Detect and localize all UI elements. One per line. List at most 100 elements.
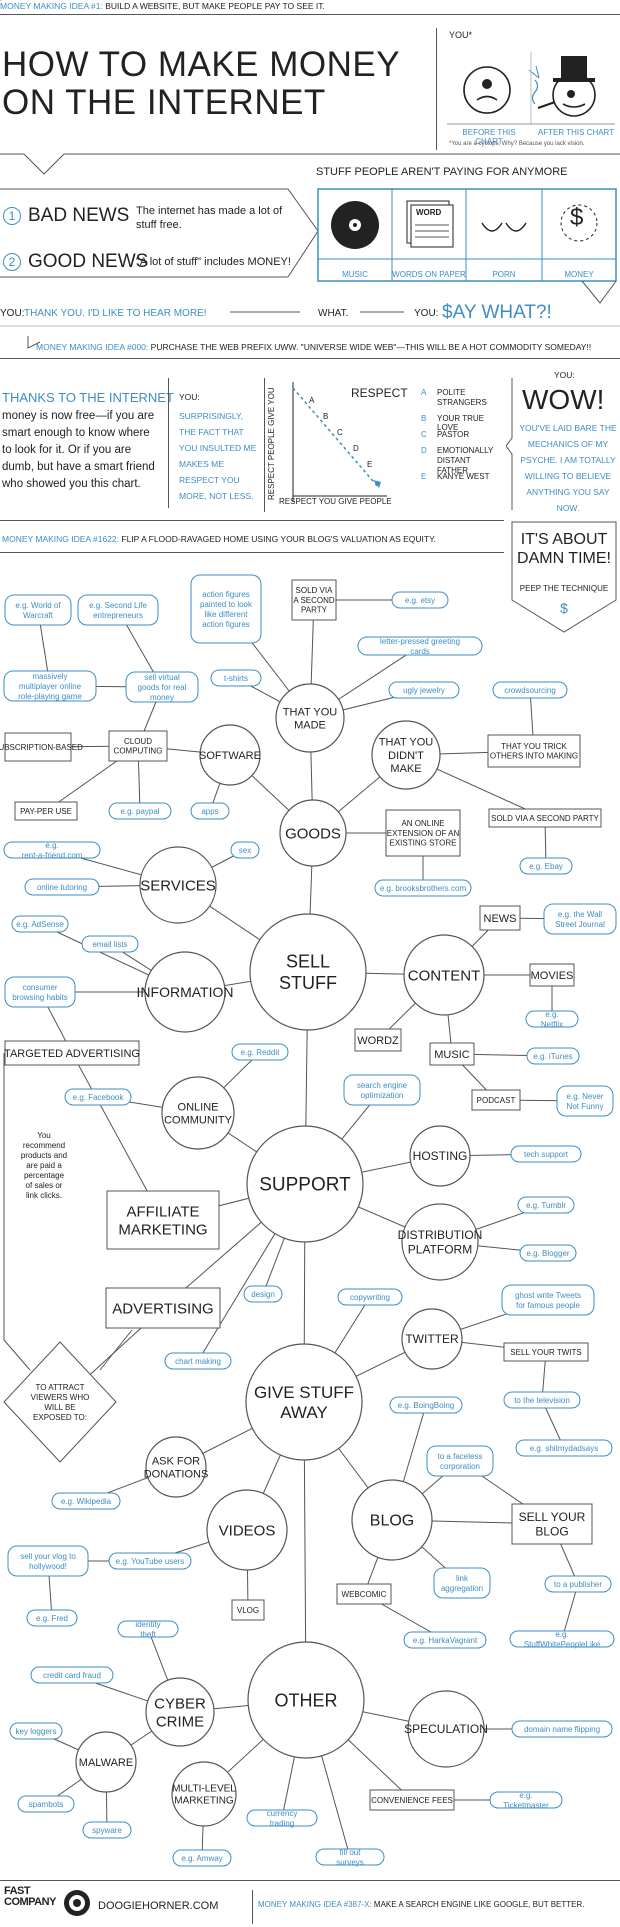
pay-per-use-box <box>14 801 78 821</box>
idea1-banner: MONEY MAKING IDEA #1: BUILD A WEBSITE, B… <box>0 0 620 15</box>
footer-idea: MONEY MAKING IDEA #387-X: MAKE A SEARCH … <box>258 1900 584 1909</box>
tshirts-label: t-shirts <box>224 674 248 683</box>
reddit-label: e.g. Reddit <box>241 1048 280 1057</box>
news-frame <box>0 188 617 304</box>
about-time-dollar: $ <box>560 600 568 616</box>
faceless-pill <box>426 1445 494 1477</box>
support-label: SUPPORT <box>259 1175 351 1196</box>
rule-2 <box>0 520 504 521</box>
sad-cyclops-icon <box>463 66 511 114</box>
domain-pill <box>511 1720 613 1738</box>
ghost-pill <box>501 1284 595 1316</box>
apps-label: apps <box>201 807 218 816</box>
footer-site[interactable]: DOOGIEHORNER.COM <box>98 1900 219 1912</box>
ugly-jewelry-label: ugly jewelry <box>403 686 445 695</box>
second-life-pill <box>77 594 159 626</box>
podcast-box <box>471 1089 521 1111</box>
blog-label: BLOG <box>370 1513 414 1530</box>
movies-label: MOVIES <box>531 970 574 982</box>
wow-pill <box>4 594 72 626</box>
goods-label: GOODS <box>285 825 341 842</box>
tumblr-pill <box>517 1196 575 1214</box>
bad-news-number: 1 <box>3 207 21 225</box>
brooks-label: e.g. brooksbrothers.com <box>380 884 467 893</box>
cyclops-faces <box>447 52 615 125</box>
surprise-panel: YOU: SURPRISINGLY, THE FACT THAT YOU INS… <box>168 378 263 508</box>
idea1622-label: MONEY MAKING IDEA #1622: <box>2 534 119 544</box>
subscription-box <box>4 732 72 762</box>
spambots-label: spambots <box>29 1800 64 1809</box>
reddit-pill <box>231 1043 289 1061</box>
cyclops-footnote: *You are a cyclops. Why? Because you lac… <box>449 141 585 147</box>
idea000-text: PURCHASE THE WEB PREFIX UWW. "UNIVERSE W… <box>150 342 592 352</box>
tshirts-pill <box>210 669 262 687</box>
paying-heading: STUFF PEOPLE AREN'T PAYING FOR ANYMORE <box>316 166 568 178</box>
ebay-label: e.g. Ebay <box>529 862 563 871</box>
wsj-pill <box>543 903 617 935</box>
videos-node <box>206 1489 288 1571</box>
consumer-pill <box>4 976 76 1008</box>
publisher-pill <box>544 1575 612 1593</box>
give-away-node <box>245 1343 363 1461</box>
etsy-label: e.g. etsy <box>405 596 435 605</box>
fred-label: e.g. Fred <box>36 1614 68 1623</box>
cloud-box <box>108 730 168 762</box>
facebook-label: e.g. Facebook <box>73 1093 125 1102</box>
legend-c-key: C <box>421 430 427 439</box>
advertising-box <box>105 1287 221 1329</box>
copywriting-label: copywriting <box>350 1293 390 1302</box>
multilevel-node <box>171 1761 237 1827</box>
key-loggers-label: key loggers <box>16 1727 57 1736</box>
porn-icon <box>481 222 527 232</box>
online-ext-box <box>385 809 461 857</box>
software-node <box>199 724 261 786</box>
point-d: D <box>353 444 359 453</box>
services-label: SERVICES <box>140 877 216 894</box>
cc-fraud-pill <box>30 1666 114 1684</box>
key-loggers-pill <box>9 1722 63 1740</box>
goods-node <box>279 799 347 867</box>
dialog-you-1-text: THANK YOU. I'D LIKE TO HEAR MORE! <box>24 308 207 319</box>
dialog-what: WHAT. <box>318 308 349 319</box>
paypal-pill <box>108 802 172 820</box>
swpl-pill <box>509 1630 615 1648</box>
idea1-text: BUILD A WEBSITE, BUT MAKE PEOPLE PAY TO … <box>105 1 325 11</box>
surveys-pill <box>315 1848 385 1866</box>
harka-label: e.g. HarkaVagrant <box>413 1636 478 1645</box>
idea1622-text: FLIP A FLOOD-RAVAGED HOME USING YOUR BLO… <box>121 534 437 544</box>
pay-per-use-label: PAY-PER USE <box>20 807 72 816</box>
that-you-made-node <box>275 683 345 753</box>
tutoring-label: online tutoring <box>37 883 87 892</box>
spambots-pill <box>17 1795 75 1813</box>
music-box <box>429 1042 475 1066</box>
blogger-label: e.g. Blogger <box>526 1249 569 1258</box>
item-music: MUSIC <box>342 270 368 279</box>
copywriting-pill <box>337 1288 403 1306</box>
boingboing-pill <box>389 1396 463 1414</box>
word-glyph: WORD <box>416 208 442 217</box>
itunes-label: e.g. iTunes <box>533 1052 572 1061</box>
other-node <box>247 1641 365 1759</box>
wow-frame <box>506 378 513 510</box>
target-logo-icon <box>64 1890 90 1916</box>
design-pill <box>243 1285 283 1303</box>
that-you-didnt-node <box>371 720 441 790</box>
item-money: MONEY <box>564 270 594 279</box>
subscription-label: SUBSCRIPTION-BASED <box>0 743 83 752</box>
harka-pill <box>403 1631 487 1649</box>
targeted-label: TARGETED ADVERTISING <box>4 1048 140 1060</box>
news-box <box>479 905 521 931</box>
point-e: E <box>367 460 373 469</box>
